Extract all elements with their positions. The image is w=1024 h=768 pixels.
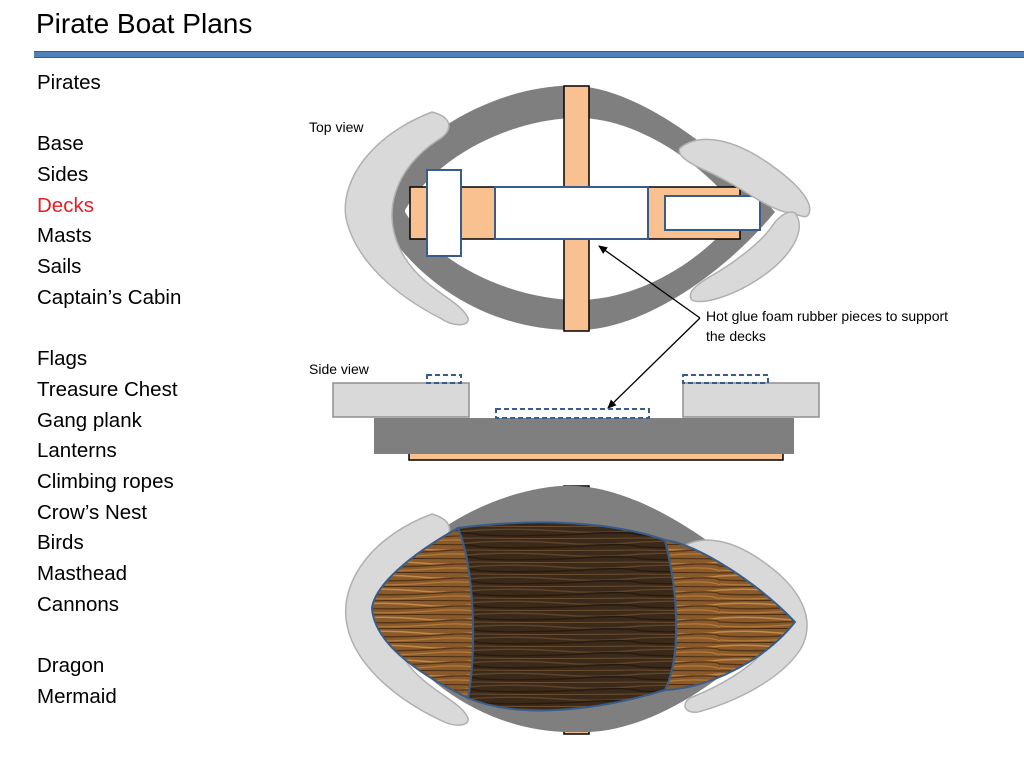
- side-wall-left: [332, 382, 470, 418]
- topic-item-captains-cabin[interactable]: Captain’s Cabin: [37, 285, 182, 309]
- topic-item-flags[interactable]: Flags: [37, 347, 88, 371]
- topic-item-gang-plank[interactable]: Gang plank: [37, 408, 142, 432]
- finished-deck-drawing: [344, 485, 808, 735]
- topic-item-treasure-chest[interactable]: Treasure Chest: [37, 377, 178, 401]
- side-panel-right-lower: [689, 211, 800, 303]
- side-foam-left: [426, 374, 462, 384]
- title-underline: [34, 51, 1024, 58]
- annotation-arrow-top: [598, 245, 701, 319]
- side-wall-right: [682, 382, 820, 418]
- side-panel-left: [344, 111, 469, 326]
- topic-item-mermaid[interactable]: Mermaid: [37, 684, 117, 708]
- topic-item-pirates[interactable]: Pirates: [37, 71, 101, 94]
- topic-item-base[interactable]: Base: [37, 132, 84, 156]
- side-view-drawing: [332, 374, 820, 461]
- topic-item-dragon[interactable]: Dragon: [37, 654, 105, 678]
- topic-list: Pirates Base Sides Decks Masts Sails Cap…: [37, 68, 181, 712]
- deck-plank-middle: [456, 521, 678, 712]
- side-foam-right: [682, 374, 769, 384]
- topic-item-cannons[interactable]: Cannons: [37, 592, 120, 616]
- topic-item-masthead[interactable]: Masthead: [37, 562, 128, 585]
- deck-stern: [664, 195, 761, 231]
- side-view-label: Side view: [309, 361, 369, 377]
- topic-item-sails[interactable]: Sails: [37, 255, 82, 279]
- deck-middle: [494, 186, 649, 240]
- side-panel-right: [678, 138, 811, 218]
- slide-title: Pirate Boat Plans: [36, 8, 253, 39]
- topic-item-decks[interactable]: Decks: [37, 193, 94, 217]
- topic-item-birds[interactable]: Birds: [37, 531, 84, 555]
- side-hull-base: [374, 418, 794, 454]
- topic-item-climbing-ropes[interactable]: Climbing ropes: [37, 469, 174, 493]
- topic-item-masts[interactable]: Masts: [37, 224, 92, 248]
- topic-item-lanterns[interactable]: Lanterns: [37, 439, 117, 463]
- topic-item-sides[interactable]: Sides: [37, 163, 89, 187]
- deck-bow: [426, 169, 462, 257]
- annotation-text: Hot glue foam rubber pieces to support t…: [706, 308, 949, 344]
- side-foam-middle: [495, 408, 650, 419]
- deck-plank-back: [663, 538, 797, 692]
- annotation-arrow-side: [607, 317, 701, 409]
- topic-item-crows-nest[interactable]: Crow’s Nest: [37, 500, 148, 524]
- top-view-label: Top view: [309, 119, 364, 135]
- top-view-drawing: [344, 85, 811, 332]
